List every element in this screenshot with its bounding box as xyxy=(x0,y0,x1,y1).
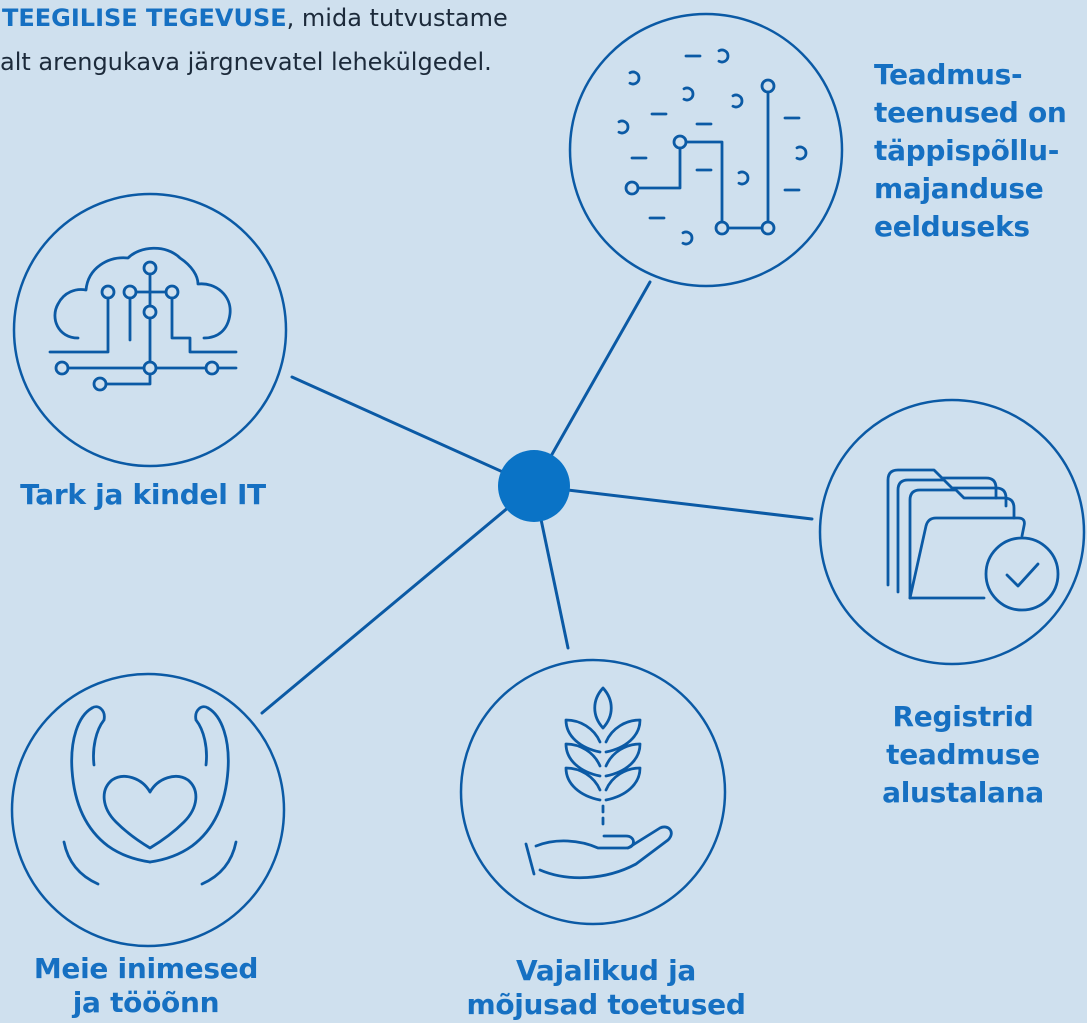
label-line: täppispõllu- xyxy=(874,134,1060,167)
node-label-teadmus: Teadmus- teenused on täppispõllu- majand… xyxy=(874,56,1079,246)
intro-line-1: TEEGILISE TEGEVUSE, mida tutvustame xyxy=(2,3,508,33)
label-line: ja tööõnn xyxy=(72,986,220,1019)
node-ring-registrid xyxy=(818,398,1086,666)
node-label-meie: Meie inimesed ja tööõnn xyxy=(16,952,276,1020)
label-line: teenused on xyxy=(874,96,1067,129)
connector-line-tark xyxy=(290,375,536,488)
node-ring-tark xyxy=(12,192,288,468)
wheat-hand-icon xyxy=(524,686,673,880)
node-ring-vajalikud xyxy=(459,658,727,926)
connector-line-teadmus xyxy=(532,280,652,488)
cloud-circuit-icon xyxy=(48,246,238,392)
node-ring-meie xyxy=(10,672,286,948)
connector-line-registrid xyxy=(532,484,814,521)
folders-check-icon xyxy=(886,468,1060,612)
node-label-vajalikud: Vajalikud ja mõjusad toetused xyxy=(456,954,756,1022)
label-line: teadmuse xyxy=(886,738,1040,771)
node-ring-teadmus xyxy=(568,12,844,288)
heart-hands-icon xyxy=(62,705,238,886)
label-line: Meie inimesed xyxy=(33,952,259,985)
intro-highlight: TEEGILISE TEGEVUSE xyxy=(2,4,287,32)
label-line: Vajalikud ja xyxy=(516,954,696,987)
node-label-registrid: Registrid teadmuse alustalana xyxy=(843,698,1083,812)
intro-text: , mida tutvustame xyxy=(286,4,508,32)
label-line: Registrid xyxy=(892,700,1034,733)
label-line: majanduse xyxy=(874,172,1044,205)
label-line: Tark ja kindel IT xyxy=(20,478,266,511)
label-line: eelduseks xyxy=(874,210,1030,243)
label-line: mõjusad toetused xyxy=(466,988,746,1021)
connector-line-meie xyxy=(260,484,536,715)
circuit-icon xyxy=(617,48,808,246)
node-label-tark: Tark ja kindel IT xyxy=(13,476,273,514)
label-line: alustalana xyxy=(882,776,1044,809)
label-line: Teadmus- xyxy=(874,58,1023,91)
intro-line-2: alt arengukava järgnevatel lehekülgedel. xyxy=(0,48,492,76)
hub-node xyxy=(498,450,570,522)
